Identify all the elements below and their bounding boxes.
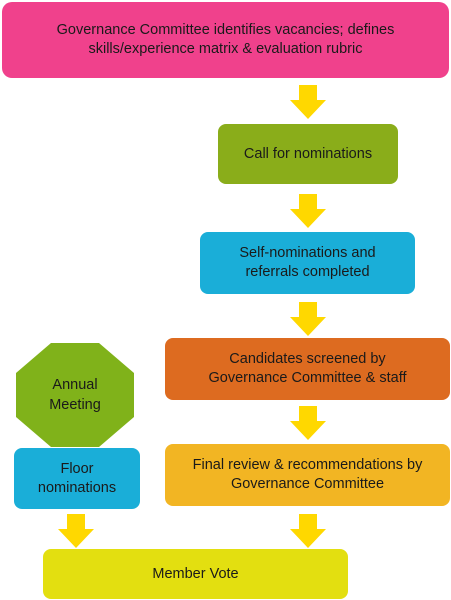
step-candidates-screened: Candidates screened by Governance Commit… [165, 338, 450, 400]
down-arrow-icon [58, 514, 94, 548]
down-arrow-icon [290, 85, 326, 119]
down-arrow-icon [290, 194, 326, 228]
annual-meeting-octagon: Annual Meeting [16, 343, 134, 447]
step-self-nominations-referrals: Self-nominations and referrals completed [200, 232, 415, 294]
step-call-for-nominations: Call for nominations [218, 124, 398, 184]
down-arrow-icon [290, 302, 326, 336]
down-arrow-icon [290, 514, 326, 548]
annual-meeting-label: Annual Meeting [49, 377, 101, 413]
step-final-review-recommendations: Final review & recommendations by Govern… [165, 444, 450, 506]
step-member-vote: Member Vote [43, 549, 348, 599]
down-arrow-icon [290, 406, 326, 440]
step-governance-identifies-vacancies: Governance Committee identifies vacancie… [2, 2, 449, 78]
step-floor-nominations: Floor nominations [14, 448, 140, 509]
